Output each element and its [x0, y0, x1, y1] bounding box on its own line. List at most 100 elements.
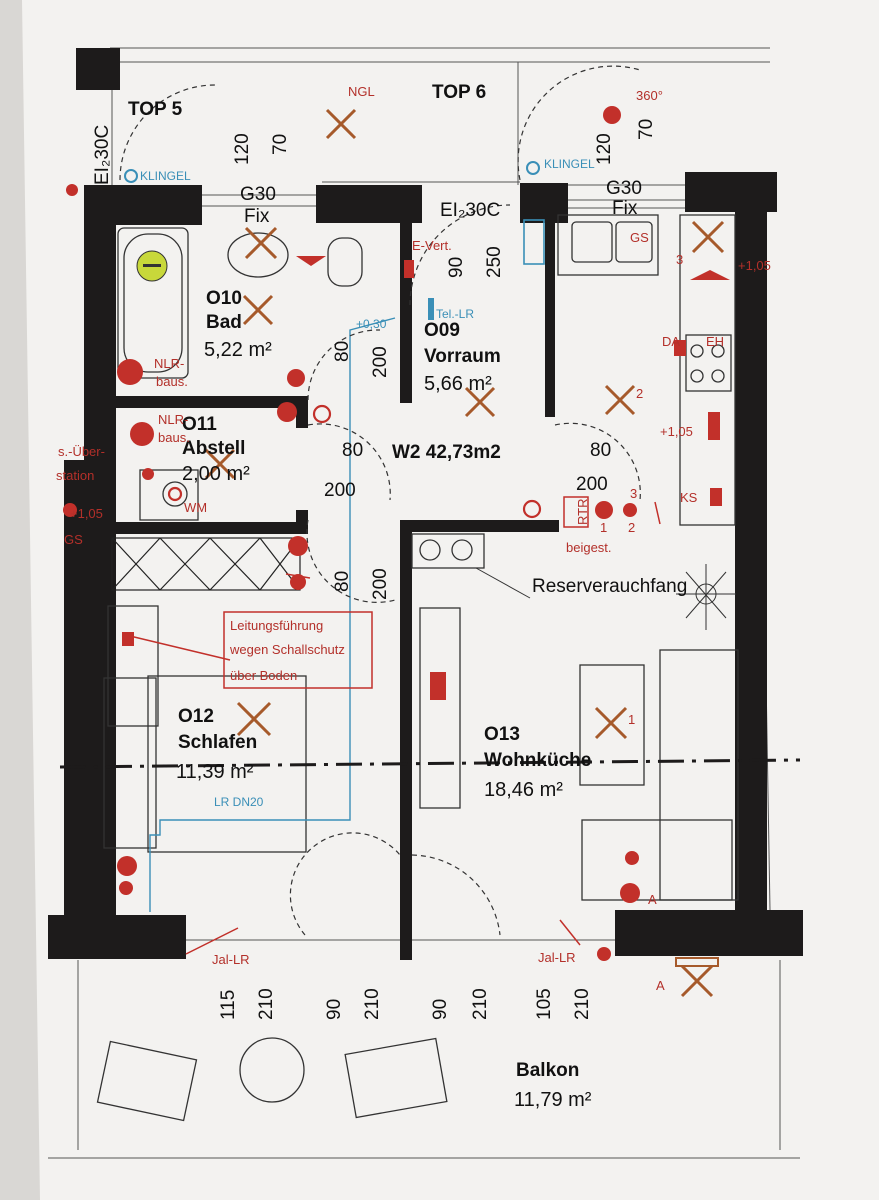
g30-label-left: G30	[240, 184, 276, 205]
nlr-label-2b: baus.	[158, 430, 190, 445]
lr-dn20-label: LR DN20	[214, 795, 264, 809]
room-code-vorraum: O09	[424, 320, 460, 341]
room-area-bad: 5,22 m²	[204, 339, 272, 361]
room-area-schlafen: 11,39 m²	[176, 761, 254, 783]
distribution-box	[523, 219, 545, 265]
drain-grid-icon	[143, 264, 161, 267]
rtr-label: RTR	[575, 499, 590, 525]
ks-label: KS	[680, 490, 698, 505]
room-code-wohnkueche: O13	[484, 724, 520, 745]
unit-label-top5: TOP 5	[128, 99, 183, 120]
room-name-bad: Bad	[206, 312, 242, 333]
leitung-line-2: wegen Schallschutz	[229, 642, 345, 657]
ngl-label: NGL	[348, 84, 375, 99]
bell-icon-right	[526, 161, 540, 175]
room-name-wohnkueche: Wohnküche	[484, 750, 591, 771]
outdoor-light-bracket	[675, 957, 719, 967]
bell-icon-left	[124, 169, 138, 183]
room-area-wohnkueche: 18,46 m²	[484, 779, 563, 801]
fix-label-right: Fix	[612, 198, 638, 219]
balcony-dim-6: 210	[470, 988, 491, 1020]
balcony-dim-2: 210	[256, 988, 277, 1020]
klingel-label-left: KLINGEL	[140, 169, 191, 183]
nlr-label-1a: NLR-	[154, 356, 184, 371]
balcony-dim-8: 210	[572, 988, 593, 1020]
balcony-dim-1: 115	[218, 990, 239, 1020]
angle-label: 360°	[636, 88, 663, 103]
balcony-dim-5: 90	[430, 999, 451, 1020]
pipe-marker	[428, 298, 434, 320]
uebergabe-label-a: s.-Über-	[58, 444, 105, 459]
chimney-leader	[475, 567, 531, 599]
beigest-label: beigest.	[566, 540, 612, 555]
tel-lr-label: Tel.-LR	[436, 307, 474, 321]
ceiling-light-markers	[204, 108, 725, 998]
balcony-dim-4: 210	[362, 988, 383, 1020]
gs-left-label: GS	[64, 532, 83, 547]
electrical-lines	[129, 501, 661, 955]
plant-icon	[676, 564, 736, 630]
door-bad-height: 200	[370, 346, 391, 378]
leitung-line-1: Leitungsführung	[230, 618, 323, 633]
door-bad-width: 80	[332, 341, 353, 362]
plus105-right-label: +1,05	[660, 424, 693, 439]
door-swings	[119, 65, 641, 936]
light-num-2-label: 2	[636, 386, 643, 401]
room-name-schlafen: Schlafen	[178, 732, 257, 753]
door-top5-height: 70	[270, 134, 291, 155]
unit-label-top6: TOP 6	[432, 82, 486, 103]
room-area-vorraum: 5,66 m²	[424, 373, 492, 395]
door-schlafen-height: 200	[370, 568, 391, 600]
room-area-abstell: 2,00 m²	[182, 463, 250, 485]
nlr-label-1b: baus.	[156, 374, 188, 389]
num-3b-label: 3	[676, 252, 683, 267]
door-top5-width: 120	[232, 133, 253, 165]
room-name-vorraum: Vorraum	[424, 346, 501, 367]
door-schlafen-width: 80	[332, 571, 353, 592]
balcony-dim-7: 105	[534, 988, 555, 1020]
num-3-label: 3	[630, 486, 637, 501]
section-line	[59, 758, 801, 769]
room-code-schlafen: O12	[178, 706, 214, 727]
door-vorraum-height: 250	[484, 246, 505, 278]
room-name-balkon: Balkon	[516, 1060, 579, 1081]
fix-label-left: Fix	[244, 206, 270, 227]
plus030-label: +0,30	[356, 317, 387, 331]
door-vorraum-width: 90	[446, 257, 467, 278]
room-name-abstell: Abstell	[182, 438, 245, 459]
door-abstell-width: 80	[342, 440, 363, 461]
wm-label: WM	[184, 500, 207, 515]
mark-a-label: A	[648, 892, 657, 907]
jal-lr-left-label: Jal-LR	[212, 952, 250, 967]
mark-a2-label: A	[656, 978, 665, 993]
reserverauchfang-label: Reserverauchfang	[532, 576, 687, 597]
storage-cabinet	[111, 537, 301, 591]
g30-label-right: G30	[606, 178, 642, 199]
eh-label: EH	[706, 334, 724, 349]
num-1-label: 1	[600, 520, 607, 535]
ei30c-label-door: EI₂30C	[440, 200, 500, 221]
nlr-label-2a: NLR-	[158, 412, 188, 427]
ei30c-label-wall: EI₂30C	[92, 125, 113, 185]
kitchen-fixtures	[96, 214, 739, 1122]
door-top6-height: 70	[636, 119, 657, 140]
bathroom-fixtures	[117, 227, 363, 521]
plus105-far-label: +1,05	[738, 258, 771, 273]
num-2-label: 2	[628, 520, 635, 535]
light-num-1-label: 1	[628, 712, 635, 727]
uebergabe-label-b: station	[56, 468, 94, 483]
construction-lines	[48, 47, 800, 1159]
leitung-line-3: über Boden	[230, 668, 297, 683]
electrical-outlets	[63, 106, 730, 961]
apartment-label: W2 42,73m2	[392, 442, 501, 463]
door-abstell-height: 200	[324, 480, 356, 501]
klingel-label-right: KLINGEL	[544, 157, 595, 171]
water-pipe	[149, 317, 396, 912]
room-area-balkon: 11,79 m²	[514, 1089, 592, 1111]
door-top6-width: 120	[594, 133, 615, 165]
e-vert-label: E-Vert.	[412, 238, 452, 253]
walls	[48, 48, 803, 960]
plus105-left-label: +1,05	[70, 506, 103, 521]
